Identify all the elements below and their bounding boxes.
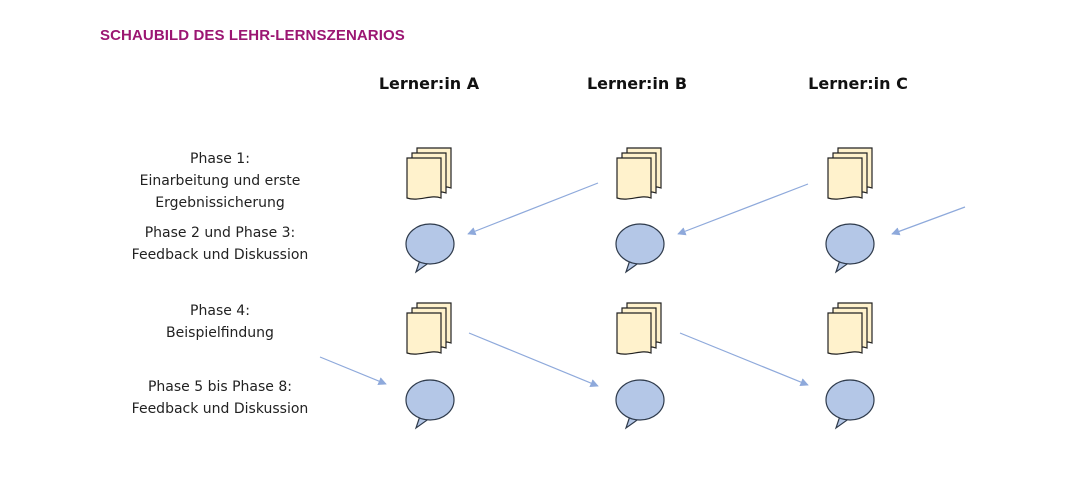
document-stack-icon (827, 302, 873, 355)
document-stack-icon (616, 302, 662, 355)
arrow-next-to-c (891, 206, 966, 236)
arrow-b-to-c (679, 332, 809, 387)
phase-1-line-3: Ergebnissicherung (155, 195, 285, 211)
phase-1-line-2: Einarbeitung und erste (139, 173, 301, 189)
phase-2-3-line-2: Feedback und Diskussion (131, 247, 309, 263)
phase-4-line-1: Phase 4: (190, 303, 250, 319)
learner-c-header: Lerner:in C (808, 74, 908, 93)
speech-bubble-icon (824, 222, 876, 274)
document-stack-icon (406, 302, 452, 355)
document-stack-icon (827, 147, 873, 200)
speech-bubble-icon (614, 222, 666, 274)
phase-4-line-2: Beispielfindung (166, 325, 274, 341)
document-stack-icon (406, 147, 452, 200)
speech-bubble-icon (824, 378, 876, 430)
page-title: SCHAUBILD DES LEHR-LERNSZENARIOS (100, 27, 405, 44)
phase-2-3-line-1: Phase 2 und Phase 3: (144, 225, 296, 241)
arrow-b-to-a (467, 182, 599, 236)
arrow-a-to-b (468, 332, 599, 388)
speech-bubble-icon (404, 222, 456, 274)
phase-1-line-1: Phase 1: (190, 151, 250, 167)
learner-b-header: Lerner:in B (586, 74, 688, 93)
speech-bubble-icon (404, 378, 456, 430)
arrow-prev-to-a (319, 356, 387, 386)
speech-bubble-icon (614, 378, 666, 430)
phase-5-8-label: Phase 5 bis Phase 8: Feedback und Diskus… (110, 376, 330, 420)
phase-5-8-line-1: Phase 5 bis Phase 8: (147, 379, 292, 395)
phase-2-3-label: Phase 2 und Phase 3: Feedback und Diskus… (110, 222, 330, 266)
phase-1-label: Phase 1: Einarbeitung und erste Ergebnis… (110, 148, 330, 214)
arrow-c-to-b (677, 183, 809, 236)
learner-a-header: Lerner:in A (378, 74, 480, 93)
phase-4-label: Phase 4: Beispielfindung (110, 300, 330, 344)
phase-5-8-line-2: Feedback und Diskussion (131, 401, 309, 417)
document-stack-icon (616, 147, 662, 200)
